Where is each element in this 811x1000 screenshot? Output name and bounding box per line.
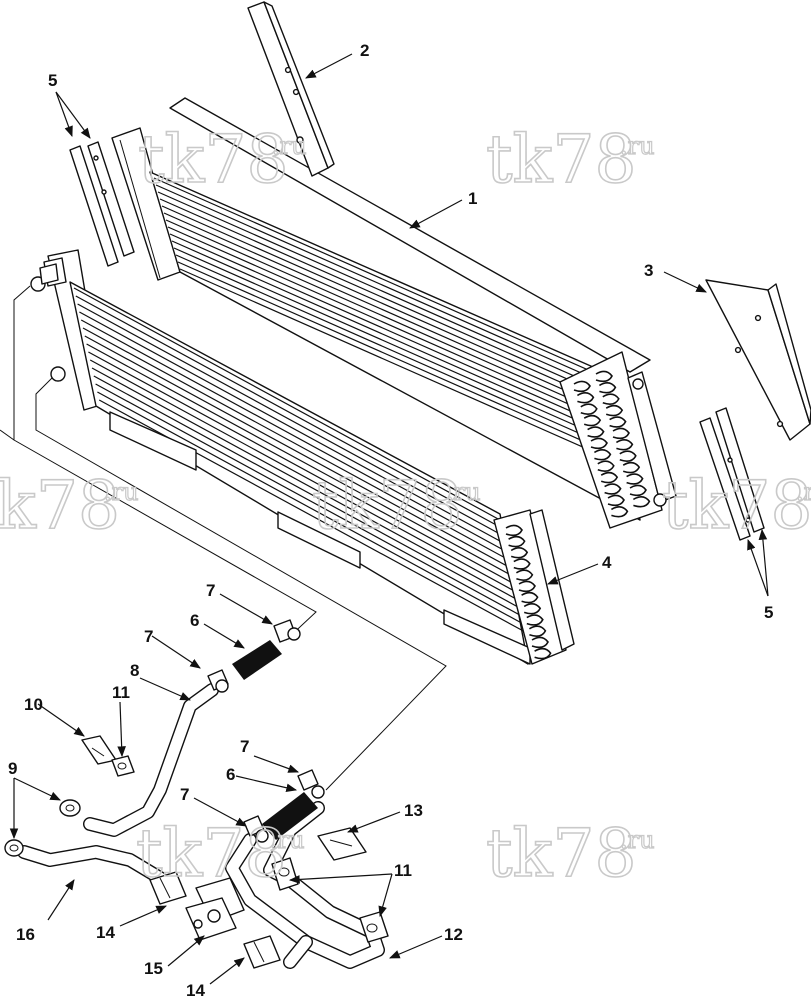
callout-7-d: 7 xyxy=(180,785,189,804)
callout-6-lower: 6 xyxy=(226,765,235,784)
watermark-text: tk78 xyxy=(486,121,637,198)
hose-lower xyxy=(262,792,318,840)
support-strips-right xyxy=(699,407,765,541)
cushion-clamps xyxy=(111,755,389,943)
watermark-text: tk78 xyxy=(136,815,287,892)
watermark-sup: .ru xyxy=(272,132,307,160)
rear-coil-return-bends xyxy=(573,370,651,518)
tube-bracket xyxy=(317,827,367,861)
callout-8: 8 xyxy=(130,661,139,680)
callout-labels: 1 2 3 4 5 5 6 6 7 7 7 7 8 9 10 11 11 12 … xyxy=(8,41,773,1000)
rear-condenser-coil xyxy=(111,97,677,529)
watermark-text: tk78 xyxy=(662,467,811,544)
watermark-sup: .ru xyxy=(446,478,481,506)
callout-4: 4 xyxy=(602,553,612,572)
callout-6-upper: 6 xyxy=(190,611,199,630)
callout-2: 2 xyxy=(360,41,369,60)
front-coil-tubes xyxy=(73,287,526,633)
watermark-sup: .ru xyxy=(104,478,139,506)
watermark-sup: .ru xyxy=(270,826,305,854)
watermark-text: tk78 xyxy=(486,815,637,892)
watermark-text: k78 xyxy=(0,467,120,544)
callout-7-b: 7 xyxy=(144,627,153,646)
callout-11-a: 11 xyxy=(112,683,130,702)
callout-3: 3 xyxy=(644,261,653,280)
hose-clamps xyxy=(207,619,325,843)
callout-16: 16 xyxy=(16,925,35,944)
watermark-text: tk78 xyxy=(312,467,463,544)
watermarks: tk78 .ru tk78 .ru k78 .ru tk78 .ru tk78 … xyxy=(0,120,811,893)
grommets xyxy=(4,799,81,857)
callout-7-c: 7 xyxy=(240,737,249,756)
front-condenser-coil xyxy=(30,249,575,665)
callout-5-left: 5 xyxy=(48,71,57,90)
callout-7-a: 7 xyxy=(206,581,215,600)
bracket-top xyxy=(247,1,335,177)
callout-14-a: 14 xyxy=(96,923,115,942)
refrigerant-plumbing xyxy=(4,619,389,969)
callout-11-b: 11 xyxy=(394,861,412,880)
front-coil-return-bends xyxy=(505,524,552,660)
callout-5-right: 5 xyxy=(764,603,773,622)
watermark-text: tk78 xyxy=(138,121,289,198)
fittings xyxy=(149,871,281,969)
watermark-sup: .ru xyxy=(796,478,811,506)
hose-upper xyxy=(232,640,282,680)
bracket-right xyxy=(705,279,811,441)
callout-10: 10 xyxy=(24,695,43,714)
watermark-sup: .ru xyxy=(620,132,655,160)
callout-13: 13 xyxy=(404,801,423,820)
mounting-clamp xyxy=(81,735,117,765)
leader-arrows xyxy=(9,53,769,985)
callout-14-b: 14 xyxy=(186,981,205,1000)
callout-1: 1 xyxy=(468,189,477,208)
connection-lines xyxy=(0,285,447,791)
solenoid-valve xyxy=(185,877,245,941)
callout-9: 9 xyxy=(8,759,17,778)
callout-15: 15 xyxy=(144,959,163,978)
support-strips-left xyxy=(69,141,135,267)
watermark-sup: .ru xyxy=(620,826,655,854)
rear-coil-tubes xyxy=(153,177,647,476)
callout-12: 12 xyxy=(444,925,463,944)
